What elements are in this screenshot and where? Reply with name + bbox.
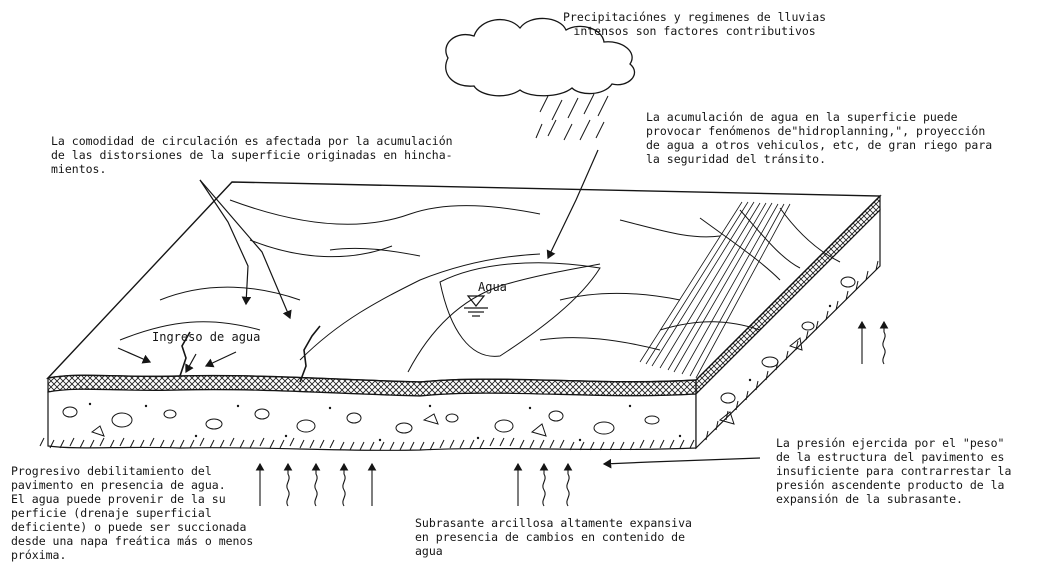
subgrade-note: Subrasante arcillosa altamente expansiva… [415, 516, 692, 558]
weakening-note: Progresivo debilitamiento del pavimento … [11, 464, 253, 562]
rain-note: Precipitaciónes y regimenes de lluvias i… [563, 10, 826, 38]
rain-icon [536, 94, 608, 140]
base-layer-front [48, 389, 696, 450]
water-ingress-label: Ingreso de agua [152, 330, 260, 344]
weight-note: La presión ejercida por el "peso" de la … [776, 436, 1011, 506]
hydroplaning-note: La acumulación de agua en la superficie … [646, 110, 992, 166]
comfort-note: La comodidad de circulación es afectada … [51, 134, 453, 176]
water-label: Agua [478, 280, 507, 294]
